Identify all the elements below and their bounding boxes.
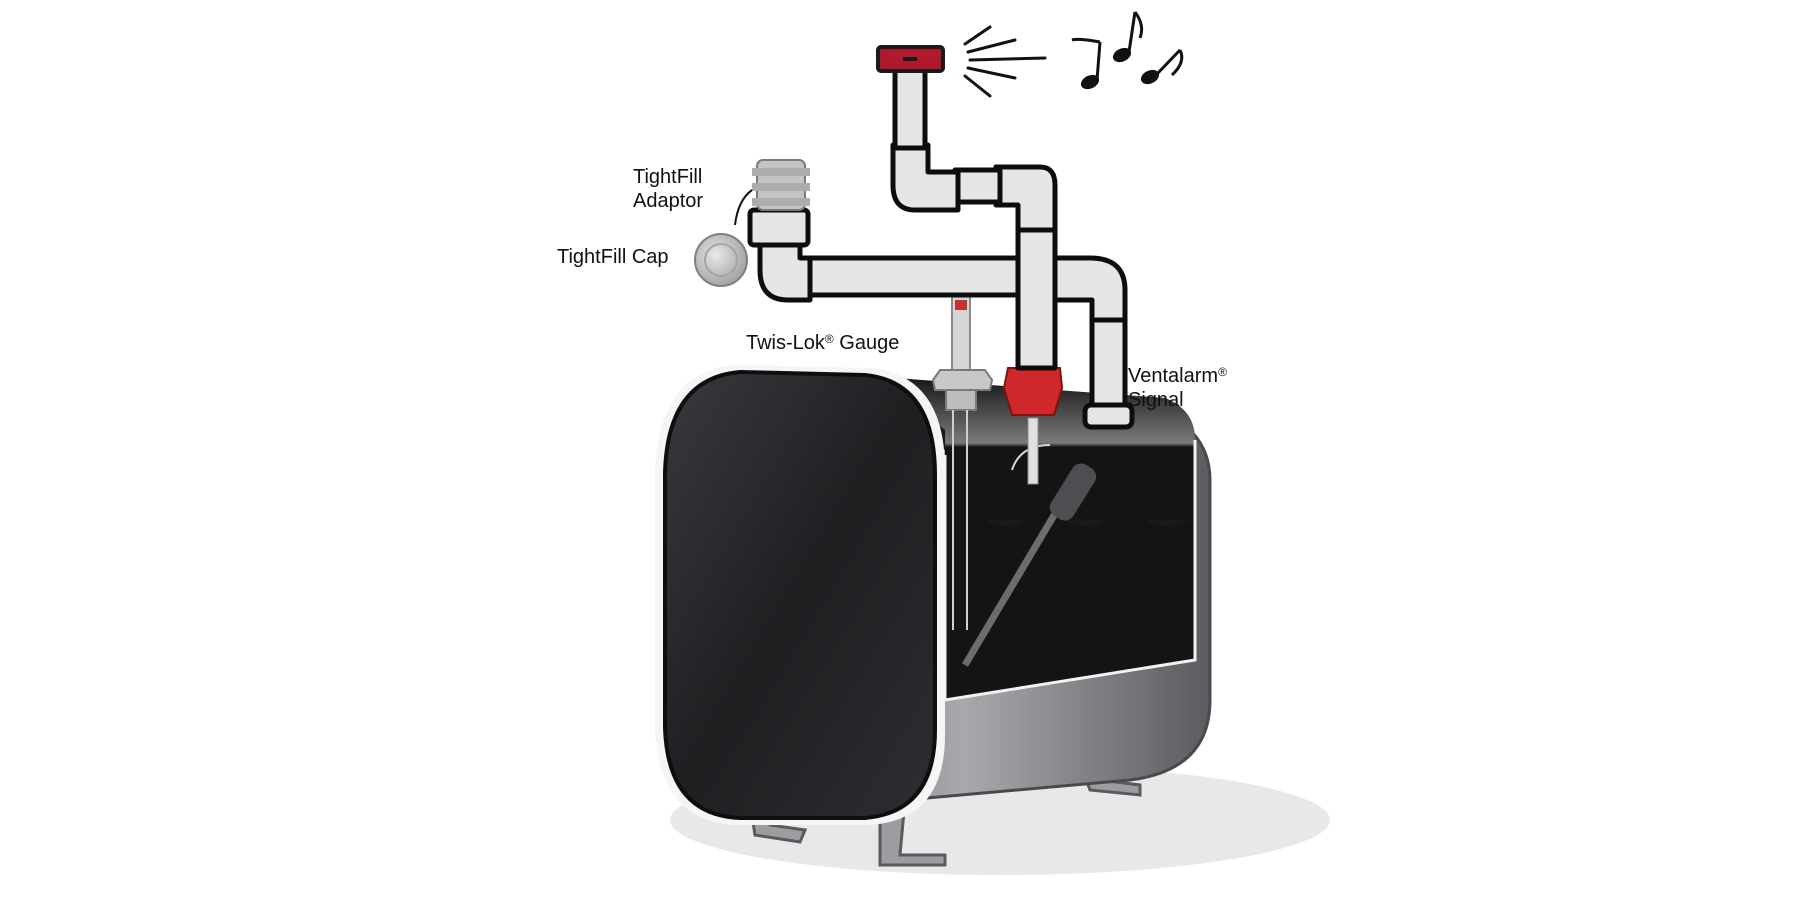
tightfill-cap bbox=[694, 233, 748, 287]
ventalarm-label-line1: Ventalarm® bbox=[1128, 360, 1227, 388]
tank-end-face bbox=[663, 369, 937, 820]
tightfill-adaptor-label: TightFill Adaptor bbox=[633, 165, 703, 213]
tightfill-cap-label: TightFill Cap bbox=[557, 246, 669, 268]
pipe-network bbox=[747, 67, 1135, 430]
tightfill-adaptor bbox=[752, 159, 810, 211]
twis-lok-gauge-label: Twis-Lok® Gauge bbox=[746, 327, 899, 355]
tightfill-adaptor-label-line1: TightFill bbox=[633, 166, 703, 188]
ventalarm-label-line2: Signal bbox=[1128, 389, 1184, 411]
ventalarm-name: Ventalarm bbox=[1128, 365, 1219, 387]
fill-pipe bbox=[807, 255, 1043, 298]
music-notes-icon bbox=[1071, 11, 1184, 90]
whistle-cap bbox=[876, 45, 945, 73]
registered-mark: ® bbox=[1218, 365, 1227, 379]
ventalarm-signal-label: Ventalarm® Signal bbox=[1128, 360, 1227, 412]
sound-waves-icon bbox=[963, 25, 1047, 98]
twis-lok-gauge bbox=[931, 291, 994, 630]
vent-pipe bbox=[1015, 227, 1058, 371]
vent-whistle-fitting bbox=[1002, 367, 1064, 485]
cap-leash bbox=[734, 189, 753, 226]
registered-mark: ® bbox=[824, 332, 834, 346]
twis-lok-gauge-name: Twis-Lok bbox=[746, 332, 825, 354]
float-assembly bbox=[961, 444, 1097, 667]
oil-level bbox=[945, 514, 1195, 700]
twis-lok-gauge-suffix: Gauge bbox=[833, 332, 900, 354]
tightfill-adaptor-label-line2: Adaptor bbox=[633, 190, 704, 212]
